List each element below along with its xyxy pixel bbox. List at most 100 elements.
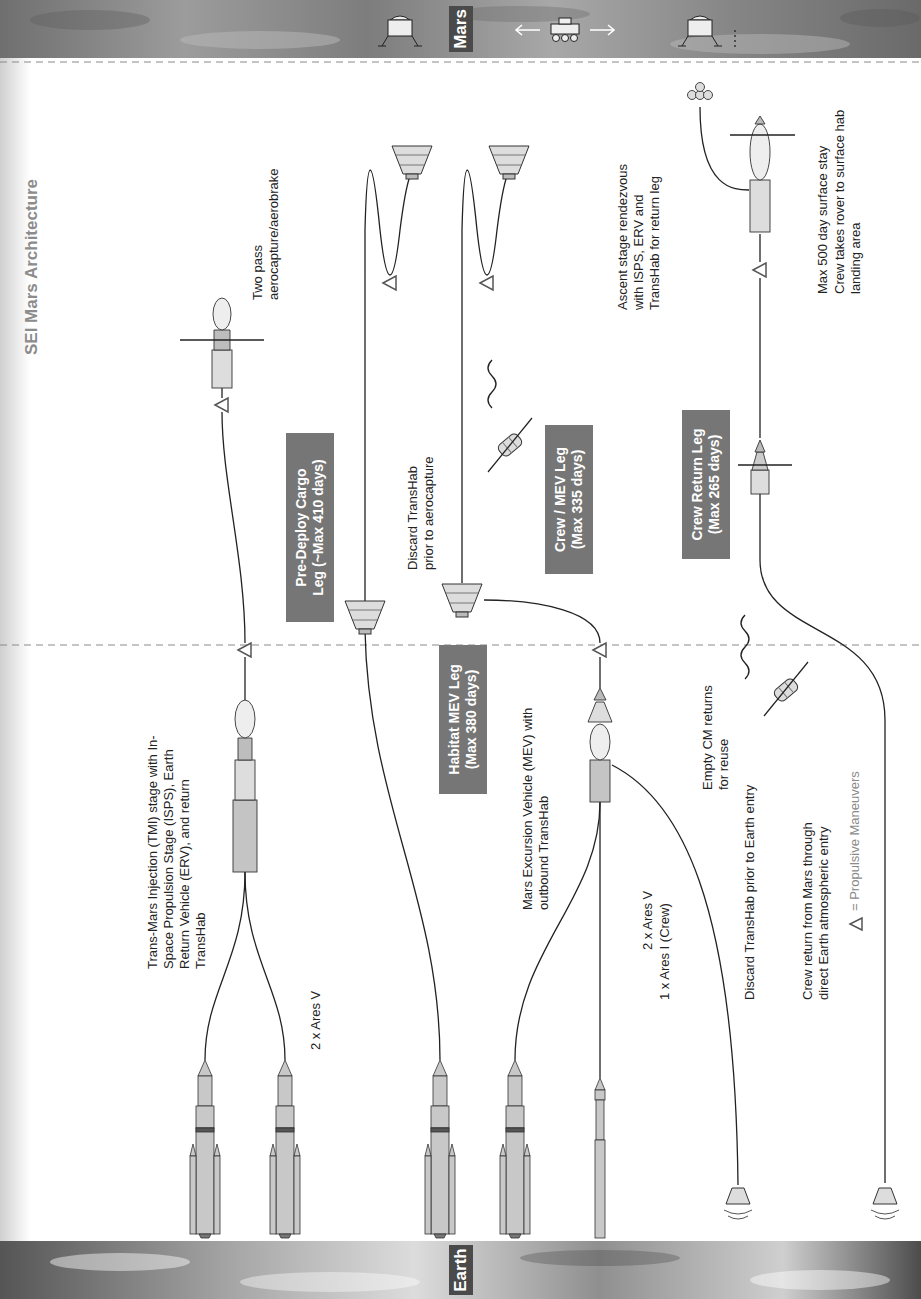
cargo-stack (238, 738, 252, 760)
launch-vehicle (190, 1060, 220, 1238)
legend-symbol (848, 916, 864, 932)
earth-cloud-band (240, 1272, 420, 1292)
trajectory-line (484, 600, 600, 643)
trajectory-line (244, 657, 245, 700)
crew-stack (588, 702, 612, 722)
aeroshell (442, 584, 482, 617)
planet-name: Earth (449, 1245, 473, 1294)
aeroshell (392, 146, 432, 179)
discarded-transhab (488, 418, 532, 472)
trajectory-line (221, 388, 222, 398)
planet-band: Mars (0, 0, 921, 58)
return-vehicle (750, 180, 770, 232)
discarded-transhab (488, 360, 496, 408)
crew-stack (590, 760, 610, 802)
trajectory-line (462, 170, 507, 583)
trajectory-line (734, 30, 735, 50)
mars-surface-band (30, 10, 150, 30)
crew-stack (594, 688, 606, 700)
planet-name: Mars (449, 6, 473, 52)
cargo-stack (180, 339, 264, 340)
rendezvous-note: Ascent stage rendezvous with ISPS, ERV a… (615, 150, 663, 310)
aeroshell (345, 146, 529, 634)
crew-stack (590, 724, 610, 760)
stack-note: Trans-Mars Injection (TMI) stage with In… (145, 729, 209, 969)
cargo-stack (180, 298, 264, 872)
trajectory-line (245, 872, 285, 1060)
earth-cloud-band (0, 1241, 921, 1299)
propulsive-maneuver-triangle (383, 276, 396, 290)
maneuver-note: Two pass aerocapture/aerobrake (250, 150, 282, 300)
launch-vehicle (270, 1060, 300, 1238)
trajectory-line (365, 630, 440, 1060)
return-vehicle (738, 464, 792, 465)
surface-element (551, 18, 579, 42)
planet-band: Earth (0, 1241, 921, 1299)
legend-text: = Propulsive Maneuvers (847, 771, 863, 911)
capsule (871, 1188, 899, 1219)
mars-surface-band (840, 9, 920, 27)
launch-note: 1 x Ares I (Crew) (657, 903, 673, 1000)
legend-symbol (850, 918, 862, 930)
mars-surface-band (0, 0, 921, 58)
leg-label-box: Habitat MEV Leg (Max 380 days) (439, 645, 487, 794)
launch-note: 2 x Ares V (640, 891, 656, 950)
discarded-transhab (772, 677, 799, 703)
propulsive-maneuver-triangle (215, 263, 766, 657)
earth-cloud-band (520, 1250, 680, 1266)
leg-title: Habitat MEV Leg (Max 380 days) (446, 657, 480, 782)
surface-note: Crew takes rover to surface hab landing … (832, 79, 864, 294)
earth-cloud-band (750, 1270, 890, 1290)
trajectory-line (760, 494, 885, 1183)
leg-label-box: Crew / MEV Leg (Max 335 days) (545, 425, 593, 574)
aeroshell (345, 601, 385, 634)
leg-title: Pre-Deploy Cargo Leg (~Max 410 days) (293, 445, 327, 610)
leg-label-box: Pre-Deploy Cargo Leg (~Max 410 days) (286, 433, 334, 622)
trajectory-line (759, 234, 760, 262)
discard-note: Discard TransHab prior to aerocapture (405, 440, 437, 570)
reuse-note: Empty CM returns for reuse (700, 672, 732, 790)
earth-cloud-band (50, 1253, 190, 1271)
launch-vehicle (595, 1078, 605, 1238)
mars-surface-band (180, 31, 340, 49)
aeroshell (489, 146, 529, 179)
discarded-transhab (488, 360, 808, 716)
orbit-dashed-line (0, 61, 921, 62)
propulsive-maneuver-triangle (753, 263, 766, 277)
trajectory-line (222, 412, 245, 643)
discarded-transhab (741, 615, 749, 679)
return-vehicle (696, 83, 705, 92)
return-vehicle (750, 124, 770, 180)
cargo-stack (233, 800, 257, 872)
surface-element (378, 16, 422, 46)
propulsive-maneuver-triangle (238, 643, 251, 657)
launch-note: 2 x Ares V (308, 991, 324, 1050)
diagram-title: SEI Mars Architecture (22, 179, 42, 355)
return-vehicle (704, 91, 713, 100)
capsule (724, 1188, 752, 1219)
cargo-stack (235, 760, 255, 800)
orbit-dashed-line (0, 62, 921, 645)
cargo-stack (235, 700, 255, 738)
cargo-stack (212, 350, 232, 388)
surface-element (678, 16, 722, 46)
crew-stack (588, 688, 612, 802)
earth-cloud-band (0, 1241, 921, 1299)
surface-note: Max 500 day surface stay (815, 64, 831, 294)
return-vehicle (755, 116, 765, 124)
leg-title: Crew / MEV Leg (Max 335 days) (552, 437, 586, 562)
return-vehicle (730, 134, 795, 135)
propulsive-maneuver-triangle (480, 276, 493, 290)
mars-surface-band (670, 34, 850, 54)
stack-note: Mars Excursion Vehicle (MEV) with outbou… (520, 660, 552, 910)
trajectory-line (205, 30, 885, 1185)
return-vehicle (752, 452, 768, 470)
trajectory-line (700, 107, 749, 190)
entry-note: Crew return from Mars through direct Ear… (800, 795, 832, 1000)
mars-surface-band (0, 0, 921, 58)
return-vehicle (755, 440, 765, 452)
launch-vehicle (500, 1060, 530, 1238)
trajectory-line (612, 765, 738, 1185)
launch-vehicle (190, 1060, 605, 1238)
